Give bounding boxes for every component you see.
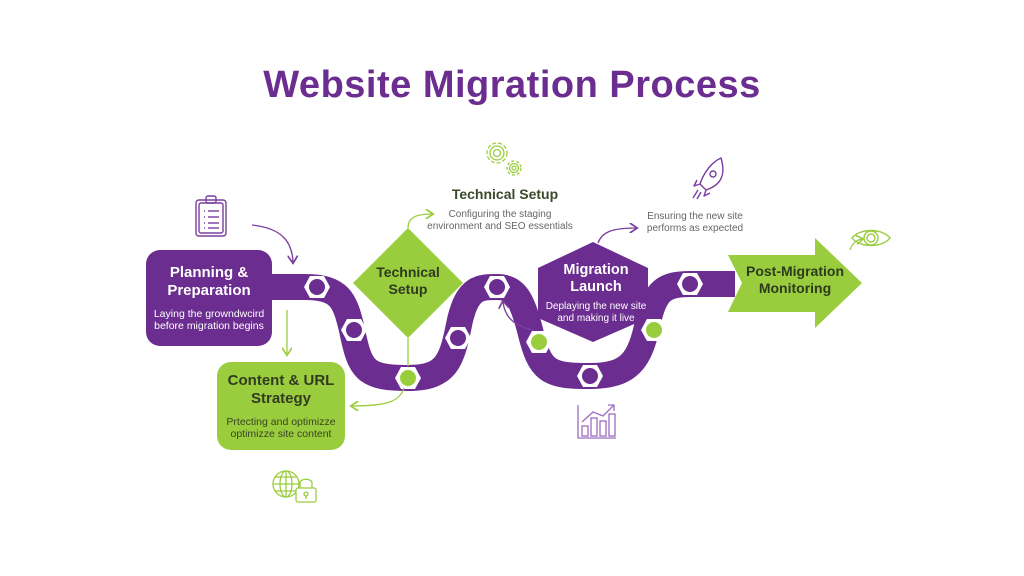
post-migration-arrow[interactable] — [728, 238, 862, 328]
path-node — [641, 319, 667, 341]
eye-icon — [851, 229, 891, 247]
gears-icon — [486, 142, 522, 176]
migration-launch-label: Migration Launch Deplaying the new site … — [538, 262, 654, 325]
arrow-to-launch-annotation — [597, 228, 636, 244]
step-planning-preparation[interactable]: Planning & Preparation Laying the grownd… — [146, 250, 272, 346]
technical-setup-label: Technical Setup — [376, 264, 440, 297]
path-node — [677, 273, 703, 295]
step-description: Prtecting and optimizze optimizze site c… — [226, 416, 336, 440]
step-title: Planning & Preparation — [167, 264, 251, 299]
launch-annotation-text: Ensuring the new site performs as expect… — [646, 211, 744, 234]
technical-annotation-heading: Technical Setup — [451, 186, 559, 202]
step-description: Laying the growndwcird before migration … — [153, 308, 265, 332]
arrow-to-technical-annotation — [407, 214, 432, 229]
arrow-to-eye — [849, 239, 862, 251]
technical-setup-diamond[interactable] — [353, 228, 463, 338]
step-description: Deplaying the new site and making it liv… — [545, 301, 647, 324]
chart-growth-icon — [577, 404, 616, 439]
path-node — [445, 327, 471, 349]
path-node — [484, 276, 510, 298]
path-nodes — [304, 273, 703, 389]
arrow-launch-back — [503, 302, 534, 331]
path-node — [577, 365, 603, 387]
arrow-to-content — [352, 387, 405, 406]
migration-launch-hexagon[interactable] — [538, 242, 648, 342]
rocket-icon — [692, 157, 724, 200]
diagram-title: Website Migration Process — [263, 64, 761, 106]
step-title: Content & URL Strategy — [227, 372, 335, 407]
clipboard-icon — [195, 195, 227, 237]
path-node — [395, 367, 421, 389]
technical-annotation-text: Configuring the staging environment and … — [427, 209, 573, 232]
path-node — [304, 276, 330, 298]
step-content-url-strategy[interactable]: Content & URL Strategy Prtecting and opt… — [217, 362, 345, 450]
path-node — [526, 331, 552, 353]
post-migration-label: Post-Migration Monitoring — [746, 263, 844, 296]
arrow-clipboard-to-path — [251, 224, 293, 262]
path-node — [341, 319, 367, 341]
globe-lock-icon — [272, 470, 317, 503]
